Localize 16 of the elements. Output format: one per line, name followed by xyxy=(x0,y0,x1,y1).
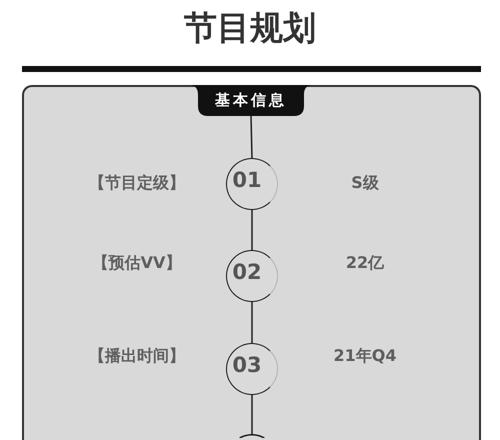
step-circle: 03 xyxy=(226,343,278,395)
connector-line xyxy=(250,116,253,159)
connector-line xyxy=(251,395,253,435)
step-circle: 01 xyxy=(226,158,278,210)
row-label: 【播出时间】 xyxy=(89,346,185,366)
row-label: 【预估VV】 xyxy=(92,253,182,273)
row-label: 【节目定级】 xyxy=(89,173,185,193)
row-value: S级 xyxy=(351,173,379,193)
connector-line xyxy=(251,210,253,251)
heading-tab: 基本信息 xyxy=(188,85,314,116)
title: 节目规划 xyxy=(184,7,316,49)
step-circle: 02 xyxy=(226,250,278,302)
connector-line xyxy=(251,302,253,344)
row-value: 21年Q4 xyxy=(334,346,396,366)
card-panel xyxy=(22,85,481,440)
row-value: 22亿 xyxy=(346,253,384,273)
